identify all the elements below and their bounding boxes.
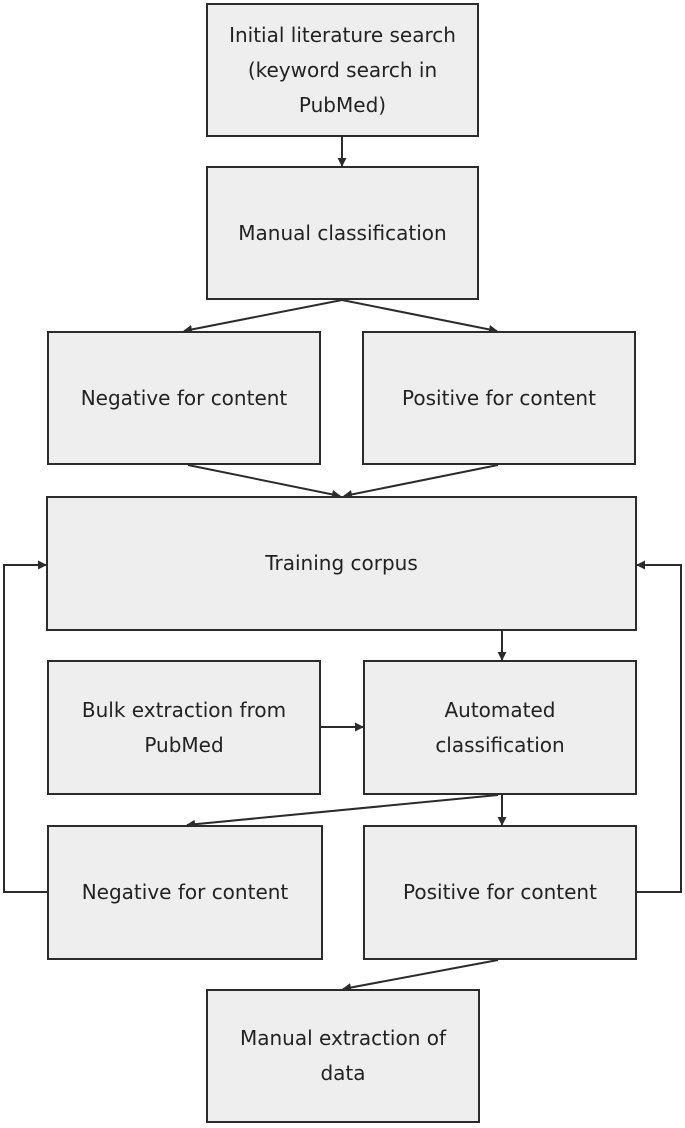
node-positive-for-content-manual: Positive for content <box>362 331 636 465</box>
node-positive-for-content-automated: Positive for content <box>363 825 637 960</box>
node-negative-for-content-automated: Negative for content <box>47 825 323 960</box>
node-manual-extraction-of-data: Manual extraction of data <box>206 989 480 1123</box>
edge-negative-to-training-corpus <box>187 464 341 499</box>
edge-manual-classification-to-positive <box>341 299 498 334</box>
node-label: Positive for content <box>403 880 597 904</box>
node-label: Negative for content <box>80 385 288 410</box>
edge-automated-classification-to-negative <box>186 794 499 829</box>
edge-negative-feedback-to-training-corpus <box>3 560 47 893</box>
node-automated-classification: Automated classification <box>363 660 637 795</box>
node-label: Manual extraction of data <box>239 1026 447 1085</box>
node-training-corpus: Training corpus <box>46 496 637 631</box>
node-initial-literature-search: Initial literature search (keyword searc… <box>206 3 479 137</box>
node-label: Training corpus <box>265 551 418 575</box>
node-label: Positive for content <box>402 385 596 410</box>
node-label: Manual classification <box>238 220 447 245</box>
node-label: Negative for content <box>81 880 289 904</box>
edge-positive-to-manual-extraction <box>342 959 499 992</box>
node-label: Initial literature search (keyword searc… <box>229 22 456 117</box>
edge-manual-classification-to-negative <box>183 299 343 334</box>
node-bulk-extraction: Bulk extraction from PubMed <box>47 660 321 795</box>
node-manual-classification: Manual classification <box>206 166 479 300</box>
node-negative-for-content-manual: Negative for content <box>47 331 321 465</box>
edge-positive-feedback-to-training-corpus <box>636 560 682 893</box>
edge-positive-to-training-corpus <box>343 464 499 499</box>
node-label: Automated classification <box>435 697 565 757</box>
node-label: Bulk extraction from PubMed <box>81 697 287 757</box>
